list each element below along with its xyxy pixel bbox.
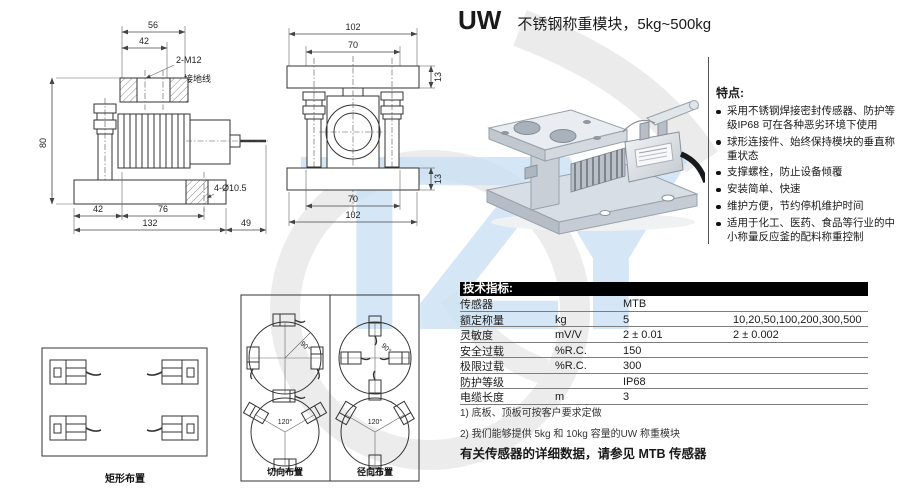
- dim-49: 49: [241, 218, 251, 228]
- feature-item: 适用于化工、医药、食品等行业的中小称量反应釜的配料称重控制: [716, 217, 896, 245]
- table-row: 传感器 MTB: [460, 296, 868, 312]
- spec-unit: kg: [555, 313, 567, 326]
- feature-item: 球形连接件、始终保持模块的垂直称重状态: [716, 136, 896, 164]
- feature-item: 采用不锈钢焊接密封传感器、防护等级IP68 可在各种恶劣环境下使用: [716, 105, 896, 133]
- spec-value2: 2 ± 0.002: [733, 329, 779, 341]
- spec-value: 2 ± 0.01: [623, 329, 663, 341]
- dim-13-top: 13: [433, 72, 443, 82]
- product-description: 不锈钢称重模块，5kg~500kg: [517, 16, 712, 33]
- front-view-drawing: 102 70 13: [286, 22, 443, 226]
- spec-label: 极限过载: [460, 361, 504, 373]
- vertical-divider: [708, 57, 709, 244]
- rectangular-layout-drawing: 矩形布置: [41, 347, 208, 485]
- spec-label: 灵敏度: [460, 330, 493, 342]
- spec-unit: mV/V: [555, 329, 582, 341]
- spec-label: 安全过载: [460, 345, 504, 358]
- table-row: 极限过载 %R.C. 300: [460, 358, 868, 374]
- spec-label: 电缆长度: [460, 392, 504, 404]
- hole-callout: 4-Ø10.5: [214, 183, 247, 193]
- spec-label: 防护等级: [460, 376, 504, 389]
- dim-70-bottom: 70: [348, 194, 358, 204]
- dim-102-top: 102: [345, 22, 360, 32]
- footnote: 1) 底板、顶板可按客户要求定做: [460, 408, 602, 419]
- circular-layouts-drawing: 90° 90° 120°: [240, 294, 420, 482]
- side-view-drawing: 56 42 2-M12 接地线: [38, 20, 268, 234]
- thread-callout: 2-M12: [176, 55, 202, 65]
- features-heading: 特点:: [716, 86, 744, 100]
- features-list: 采用不锈钢焊接密封传感器、防护等级IP68 可在各种恶劣环境下使用 球形连接件、…: [716, 105, 896, 245]
- table-row: 额定称量 kg 5 10,20,50,100,200,300,500: [460, 312, 868, 327]
- spec-table-header: 技术指标:: [460, 282, 868, 296]
- page-title: UW 不锈钢称重模块，5kg~500kg: [458, 5, 711, 36]
- dim-42-top: 42: [139, 36, 149, 46]
- dim-56: 56: [148, 20, 158, 30]
- footnotes: 1) 底板、顶板可按客户要求定做 2) 我们能够提供 5kg 和 10kg 容量…: [460, 404, 680, 446]
- dim-102-bottom: 102: [345, 210, 360, 220]
- dim-76: 76: [158, 204, 168, 214]
- product-photo: [485, 100, 705, 235]
- feature-item: 维护方便，节约停机维护时间: [716, 200, 896, 214]
- spec-value: IP68: [623, 375, 646, 388]
- spec-label: 传感器: [460, 299, 493, 311]
- feature-item: 安装简单、快速: [716, 183, 896, 197]
- spec-value: 5: [623, 313, 630, 326]
- table-row: 防护等级 IP68: [460, 374, 868, 389]
- spec-value: 300: [623, 360, 642, 372]
- spec-value: 150: [623, 344, 642, 357]
- dim-42-bottom: 42: [93, 204, 103, 214]
- radial-layout-label: 径向布置: [357, 466, 393, 477]
- table-row: 电缆长度 m 3: [460, 389, 868, 405]
- spec-value2: 10,20,50,100,200,300,500: [733, 313, 862, 326]
- ground-wire-callout: 接地线: [184, 73, 211, 84]
- feature-item: 支撑螺栓，防止设备倾覆: [716, 166, 896, 180]
- spec-unit: %R.C.: [555, 344, 587, 357]
- dim-132: 132: [142, 218, 157, 228]
- spec-unit: %R.C.: [555, 360, 587, 372]
- spec-value: 3: [623, 391, 630, 403]
- rect-layout-label: 矩形布置: [105, 472, 145, 485]
- dim-80: 80: [38, 138, 48, 148]
- table-row: 安全过载 %R.C. 150: [460, 343, 868, 358]
- product-model: UW: [458, 5, 502, 35]
- dim-70-top: 70: [348, 40, 358, 50]
- spec-value: MTB: [623, 298, 647, 310]
- dim-13-bottom: 13: [433, 174, 443, 184]
- spec-unit: m: [555, 391, 565, 403]
- footnote: 2) 我们能够提供 5kg 和 10kg 容量的UW 称重模块: [460, 429, 681, 440]
- angle-label: 120°: [278, 418, 293, 426]
- spec-label: 额定称量: [460, 314, 504, 327]
- mtb-reference-note: 有关传感器的详细数据，请参见 MTB 传感器: [460, 447, 707, 461]
- tangential-layout-label: 切向布置: [267, 466, 303, 477]
- features-section: 特点: 采用不锈钢焊接密封传感器、防护等级IP68 可在各种恶劣环境下使用 球形…: [716, 84, 896, 248]
- angle-label: 90°: [299, 340, 312, 353]
- spec-table: 技术指标: 传感器 MTB 额定称量 kg 5 10,20,50,100,200…: [460, 282, 868, 405]
- angle-label: 90°: [380, 342, 393, 355]
- table-row: 灵敏度 mV/V 2 ± 0.01 2 ± 0.002: [460, 327, 868, 343]
- angle-label: 120°: [368, 418, 383, 426]
